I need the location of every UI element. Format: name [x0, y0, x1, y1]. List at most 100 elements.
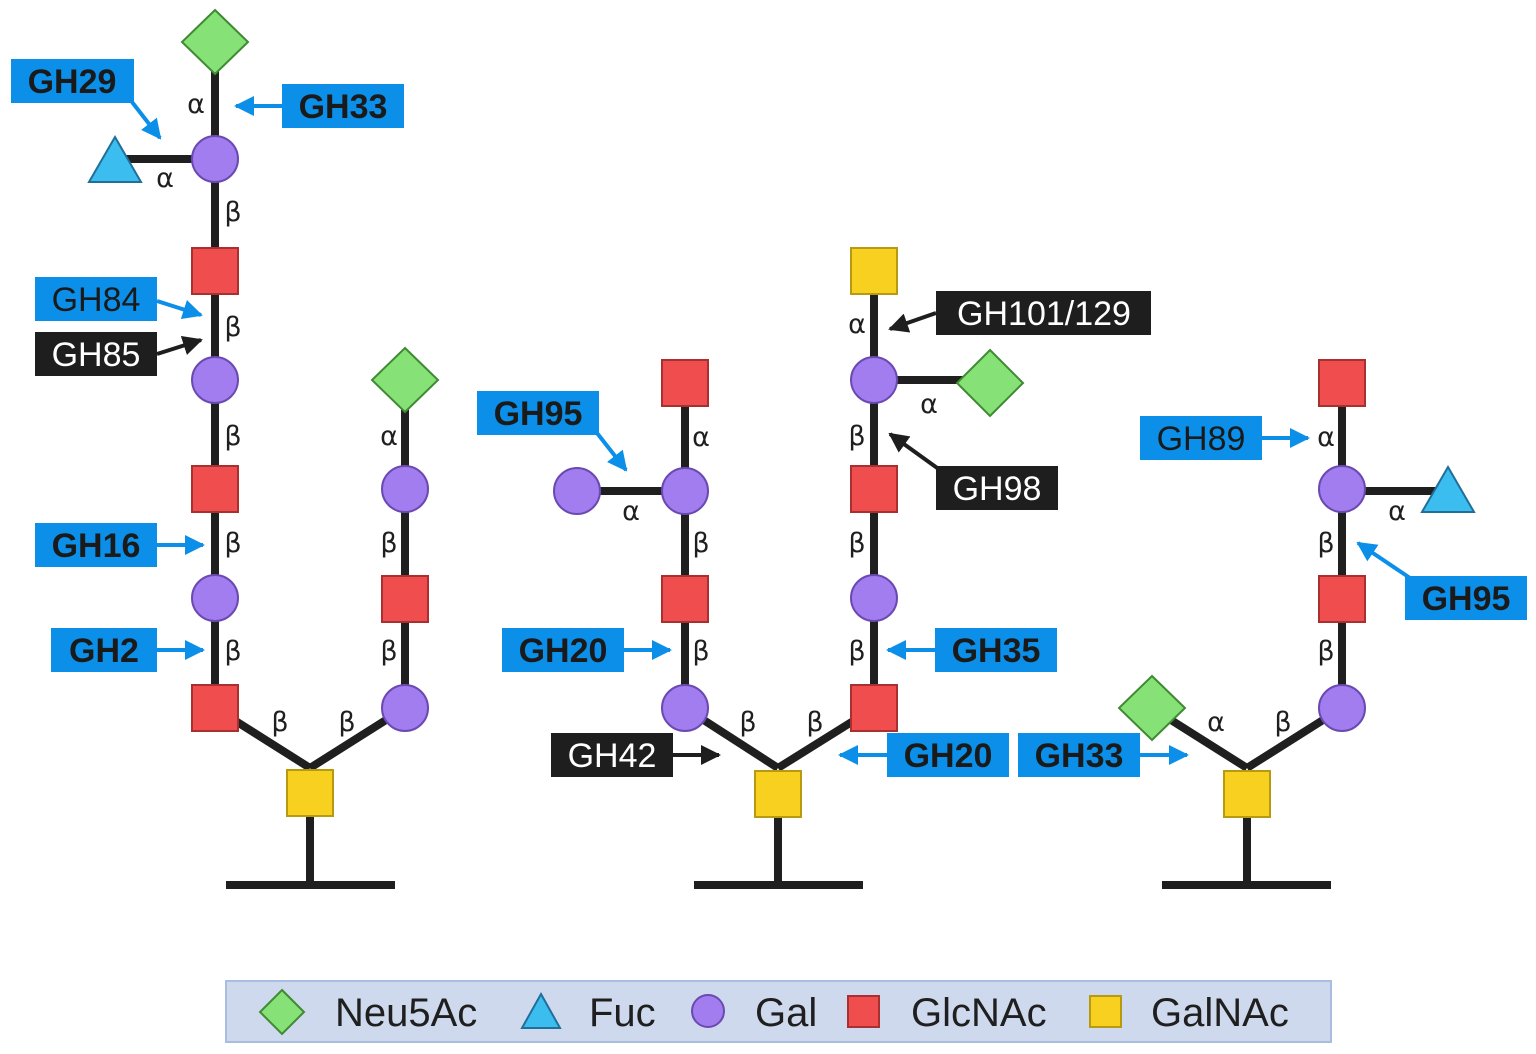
gal-circle [1318, 684, 1366, 732]
gal-circle [661, 467, 709, 515]
gal-circle [1318, 465, 1366, 513]
legend-label: Fuc [589, 991, 656, 1035]
linkage-beta: β [1317, 528, 1334, 559]
label-text: GH16 [52, 527, 141, 565]
linkage-alpha: α [156, 163, 174, 194]
glycan-structure-2: α α β β β β α α β β β GH95 GH101/129 GH9… [477, 247, 1151, 889]
label-box [35, 277, 157, 321]
arrow [1356, 541, 1412, 580]
linkage-alpha: α [187, 89, 205, 120]
legend-item-gal: Gal [691, 991, 817, 1035]
label-box [477, 391, 599, 435]
glcnac-square [850, 465, 898, 513]
neu5ac-diamond [370, 346, 440, 414]
linkage-beta: β [380, 636, 397, 667]
galnac-square [850, 247, 898, 295]
legend-label: Gal [755, 991, 817, 1035]
label-box [1018, 733, 1140, 777]
linkage-alpha: α [848, 309, 866, 340]
label-text: GH95 [494, 395, 583, 433]
enzyme-label-gh84: GH84 [35, 277, 203, 321]
gal-circle [191, 356, 239, 404]
label-text: GH20 [519, 632, 608, 670]
gal-circle [850, 574, 898, 622]
linkage-beta: β [806, 707, 823, 738]
arrow [130, 100, 162, 140]
arrow [156, 299, 203, 320]
linkage-beta: β [224, 312, 241, 343]
glcnac-square [661, 359, 709, 407]
galnac-square [1089, 995, 1122, 1028]
legend-item-glcnac: GlcNAc [847, 991, 1047, 1035]
label-box [35, 523, 157, 567]
linkage-beta: β [1317, 636, 1334, 667]
enzyme-label-gh89: GH89 [1140, 416, 1310, 460]
label-text: GH98 [953, 470, 1042, 508]
gal-circle [661, 684, 709, 732]
legend-item-neu5ac: Neu5Ac [258, 988, 477, 1036]
label-box [502, 628, 624, 672]
linkage-beta: β [848, 421, 865, 452]
linkage-alpha: α [1207, 707, 1225, 738]
legend-item-galnac: GalNAc [1089, 991, 1289, 1035]
enzyme-label-gh95-mid: GH95 [477, 391, 628, 472]
fuc-triangle [520, 991, 562, 1029]
glcnac-square [381, 575, 429, 623]
label-box [1140, 416, 1262, 460]
label-text: GH2 [69, 632, 139, 670]
galnac-square [1223, 770, 1271, 818]
label-box [936, 466, 1058, 510]
enzyme-label-gh85: GH85 [35, 332, 203, 376]
label-text: GH95 [1422, 580, 1511, 618]
linkage-alpha: α [692, 422, 710, 453]
label-box [35, 332, 157, 376]
gal-circle [191, 135, 239, 183]
glcnac-square [191, 465, 239, 513]
linkage-beta: β [692, 636, 709, 667]
legend-box [225, 980, 1332, 1043]
label-text: GH35 [952, 632, 1041, 670]
enzyme-label-gh42: GH42 [551, 733, 721, 777]
linkage-beta: β [848, 528, 865, 559]
glcnac-square [191, 684, 239, 732]
label-text: GH20 [904, 737, 993, 775]
glcnac-square [847, 995, 880, 1028]
legend-label: GlcNAc [911, 991, 1047, 1035]
label-box [551, 733, 673, 777]
enzyme-label-gh16: GH16 [35, 523, 205, 567]
gal-circle [381, 684, 429, 732]
label-text: GH33 [299, 88, 388, 126]
glycan-structure-1: α α β β β β β β β α β β GH29 GH33 GH84 G… [11, 8, 440, 889]
label-box [936, 291, 1151, 335]
label-text: GH89 [1157, 420, 1246, 458]
linkage-alpha: α [1317, 422, 1335, 453]
linkage-beta: β [224, 421, 241, 452]
neu5ac-diamond [180, 8, 250, 76]
gal-circle [691, 994, 725, 1028]
enzyme-label-gh101-129: GH101/129 [888, 291, 1151, 335]
neu5ac-diamond [955, 348, 1025, 418]
enzyme-label-gh29: GH29 [11, 59, 162, 140]
gal-circle [191, 574, 239, 622]
neu5ac-diamond [258, 988, 306, 1036]
linkage-beta: β [739, 707, 756, 738]
enzyme-label-gh2: GH2 [51, 628, 205, 672]
glcnac-square [850, 684, 898, 732]
linkage-beta: β [692, 528, 709, 559]
linkage-beta: β [848, 636, 865, 667]
linkage-beta: β [338, 707, 355, 738]
arrow [888, 311, 937, 333]
fuc-triangle [87, 135, 143, 183]
label-box [282, 84, 404, 128]
linkage-alpha: α [1388, 496, 1406, 527]
linkage-beta: β [271, 707, 288, 738]
enzyme-label-gh95-right: GH95 [1356, 541, 1527, 620]
linkage-beta: β [224, 197, 241, 228]
arrow [888, 432, 942, 472]
linkage-beta: β [224, 636, 241, 667]
label-text: GH42 [568, 737, 657, 775]
label-text: GH33 [1035, 737, 1124, 775]
legend-item-fuc: Fuc [520, 991, 656, 1035]
neu5ac-diamond [1117, 674, 1187, 742]
